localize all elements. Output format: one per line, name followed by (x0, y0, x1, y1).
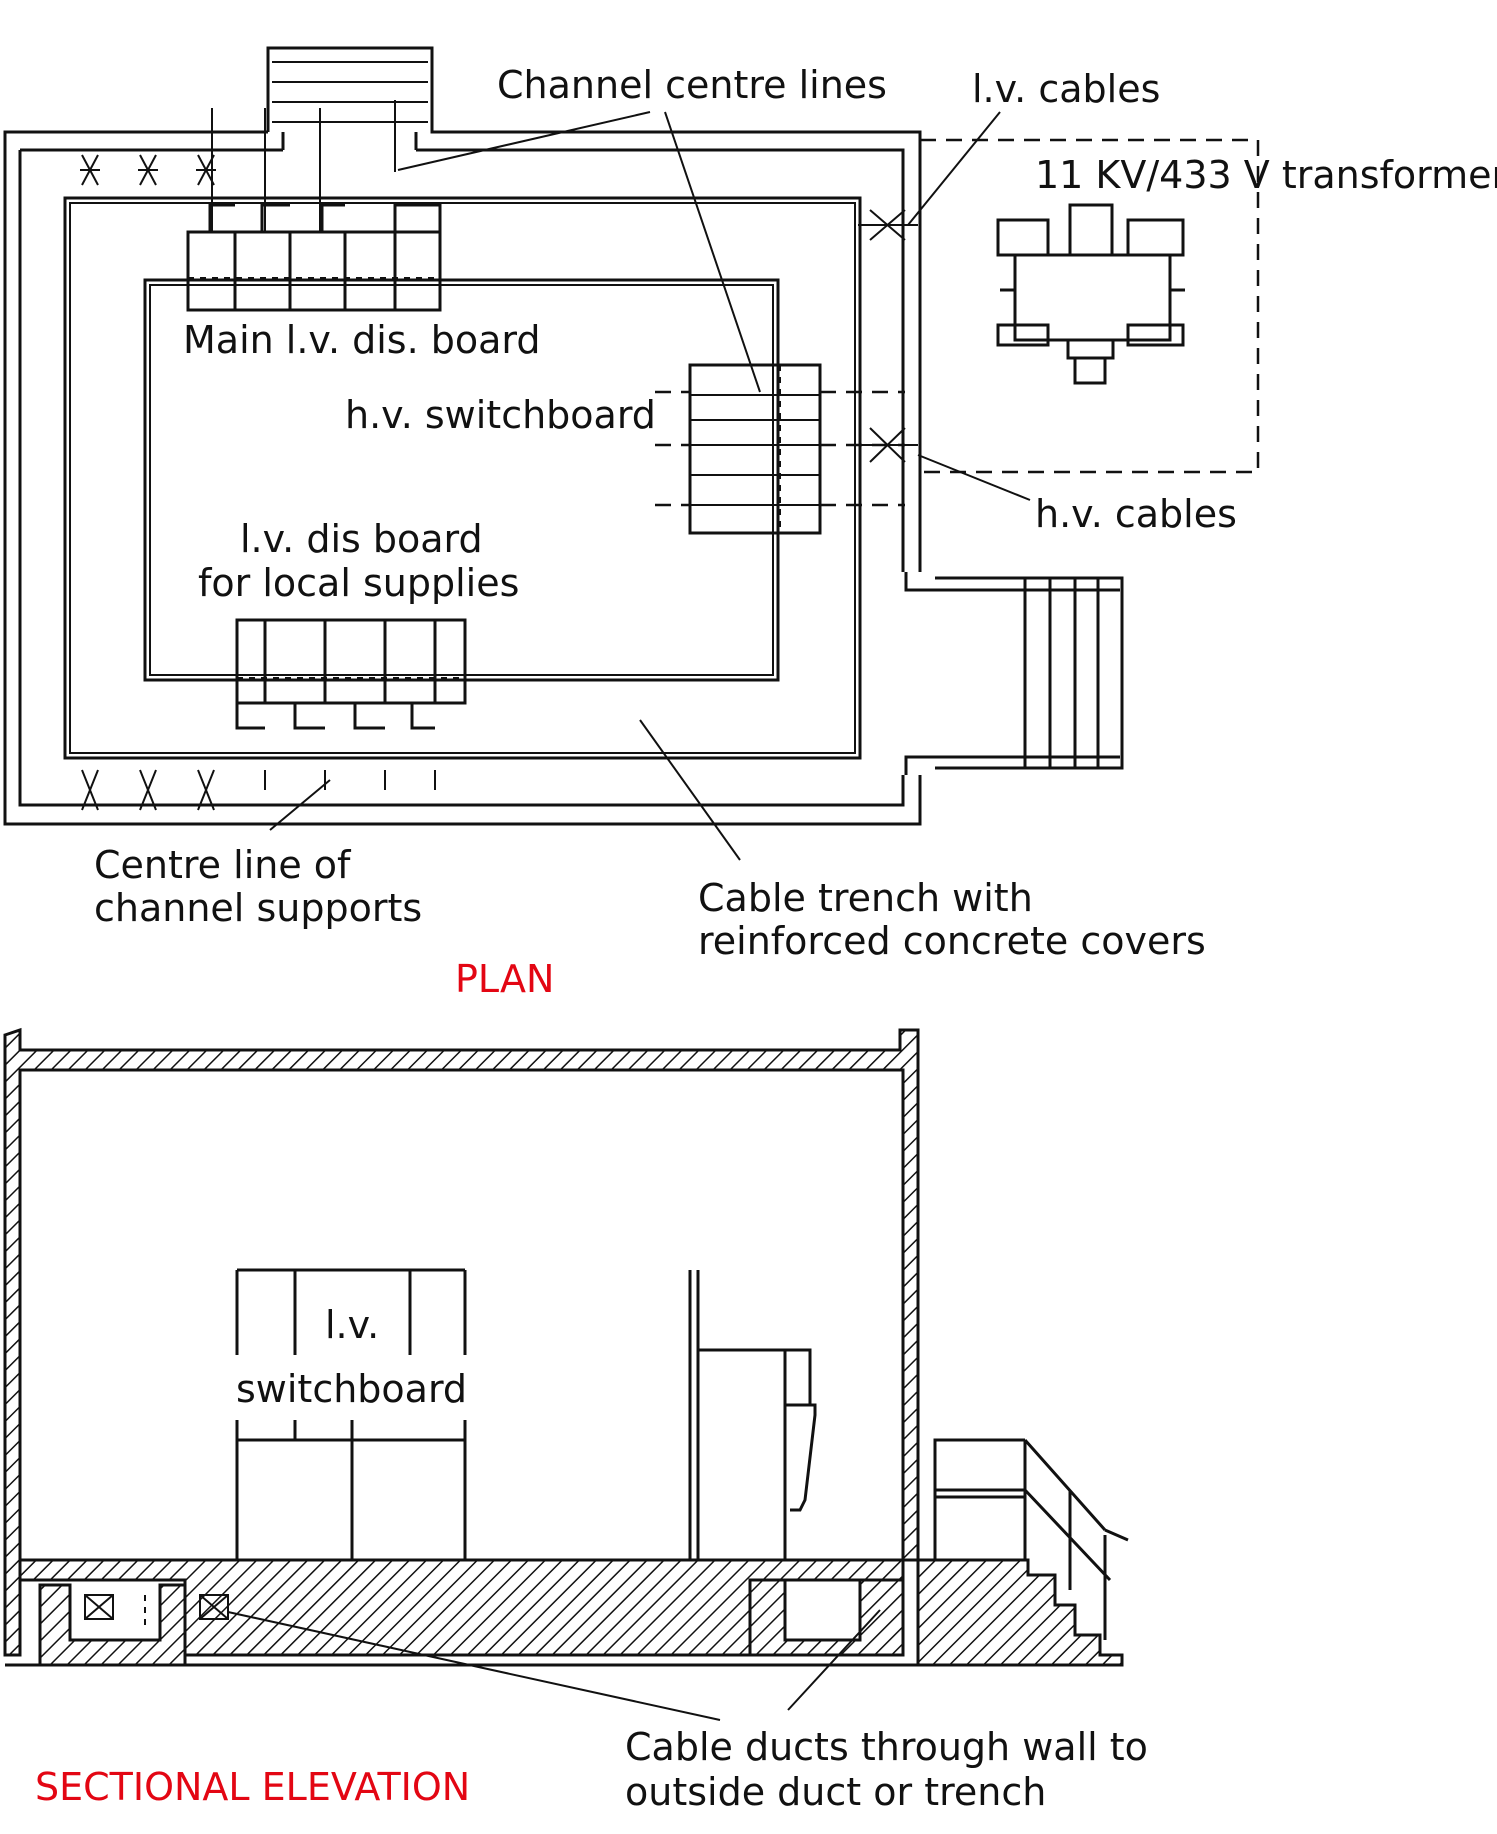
cable-pit-right (748, 1578, 905, 1657)
cable-trench (63, 196, 862, 760)
plan-title: PLAN (455, 957, 554, 1001)
sectional-elevation-view: l.v. switchboard Cable ducts through wal… (3, 1027, 1148, 1814)
leader-lines (269, 111, 1031, 861)
label-trench-line2: reinforced concrete covers (698, 919, 1206, 963)
sectional-elevation-title: SECTIONAL ELEVATION (35, 1765, 470, 1809)
label-lv-cables: l.v. cables (972, 67, 1160, 111)
lv-local-distribution-board (235, 618, 467, 730)
hv-switchboard (655, 363, 905, 535)
cable-wall-crossings (858, 209, 918, 463)
building-inner-wall (18, 132, 905, 807)
label-hv-switchboard: h.v. switchboard (345, 393, 656, 437)
label-ducts-line2: outside duct or trench (625, 1770, 1046, 1814)
elevation-leader-lines (227, 1609, 881, 1721)
right-door-jambs (904, 572, 935, 775)
label-lv-switchboard-line1: l.v. (325, 1303, 379, 1347)
label-centre-line-line1: Centre line of (94, 843, 352, 887)
label-main-lv-board: Main l.v. dis. board (183, 318, 541, 362)
label-channel-centre-lines: Channel centre lines (497, 63, 887, 107)
hv-switchgear-elevation (688, 1270, 817, 1560)
external-steps (916, 1438, 1129, 1667)
label-lv-switchboard-line2: switchboard (236, 1367, 467, 1411)
label-trench-line1: Cable trench with (698, 876, 1033, 920)
main-lv-distribution-board (186, 203, 442, 312)
lv-switchboard-elevation (235, 1268, 467, 1562)
plan-view: Channel centre lines l.v. cables 11 KV/4… (3, 46, 1497, 1001)
building-outer-wall (3, 46, 922, 826)
label-ducts-line1: Cable ducts through wall to (625, 1725, 1148, 1769)
transformer-compound (920, 138, 1260, 474)
label-lv-local-line1: l.v. dis board (240, 517, 483, 561)
channel-centre-lines (211, 100, 396, 232)
transformer (996, 203, 1185, 385)
label-hv-cables: h.v. cables (1035, 492, 1237, 536)
channel-support-marks-bottom (81, 769, 436, 811)
top-entrance-steps (272, 61, 428, 123)
label-centre-line-line2: channel supports (94, 886, 422, 930)
right-stairs (935, 576, 1124, 770)
label-lv-local-line2: for local supplies (198, 561, 519, 605)
label-transformer: 11 KV/433 V transformer (1035, 153, 1497, 197)
channel-support-marks-top (80, 154, 216, 186)
